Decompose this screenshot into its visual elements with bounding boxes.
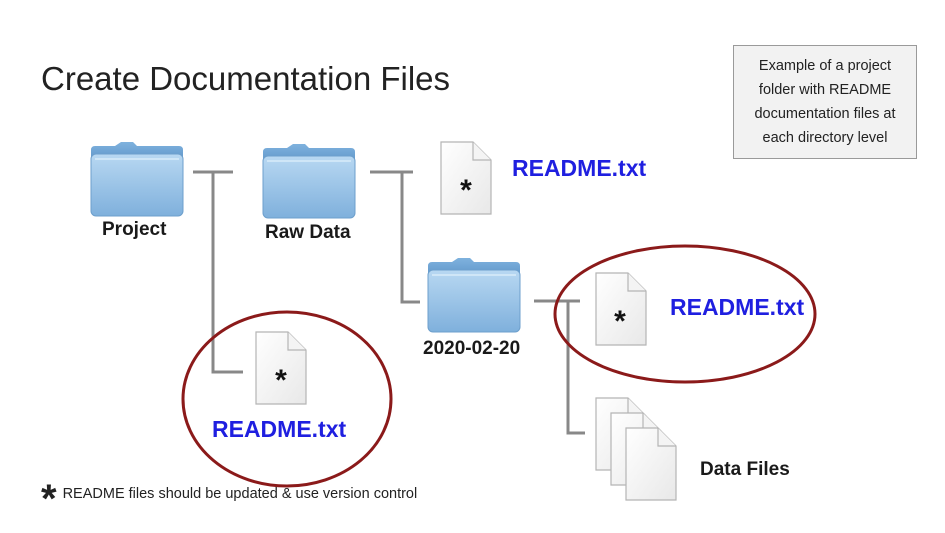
connector-project-readme — [211, 172, 243, 374]
connector-rawdata-subfolder — [400, 172, 420, 304]
svg-text:*: * — [460, 174, 472, 207]
page-title: Create Documentation Files — [41, 60, 451, 97]
project-folder-label: Project — [102, 219, 167, 240]
svg-text:*: * — [275, 364, 287, 397]
data-files-icon — [595, 397, 677, 501]
footnote: * README files should be updated & use v… — [41, 479, 418, 519]
readme-doc-icon: * — [595, 272, 647, 346]
svg-text:*: * — [614, 305, 626, 338]
readme-label: README.txt — [212, 416, 347, 442]
highlight-circle-project-readme — [181, 310, 393, 488]
raw-data-folder-label: Raw Data — [265, 222, 351, 243]
project-folder-icon — [90, 141, 184, 217]
date-folder-icon — [427, 257, 521, 333]
highlight-circle-date-readme — [553, 244, 817, 384]
data-files-label: Data Files — [700, 459, 790, 480]
date-folder-label: 2020-02-20 — [423, 338, 521, 359]
readme-doc-icon: * — [255, 331, 307, 405]
readme-label: README.txt — [512, 155, 647, 181]
footnote-marker: * — [41, 477, 57, 521]
connector-lines — [193, 170, 585, 435]
readme-doc-icon: * — [440, 141, 492, 215]
readme-label: README.txt — [670, 294, 805, 320]
raw-data-folder-icon — [262, 143, 356, 219]
note-text: Example of a project folder with README … — [754, 58, 896, 146]
note-box: Example of a project folder with README … — [733, 45, 917, 159]
connector-datafiles — [566, 301, 585, 435]
footnote-text: README files should be updated & use ver… — [62, 486, 418, 502]
